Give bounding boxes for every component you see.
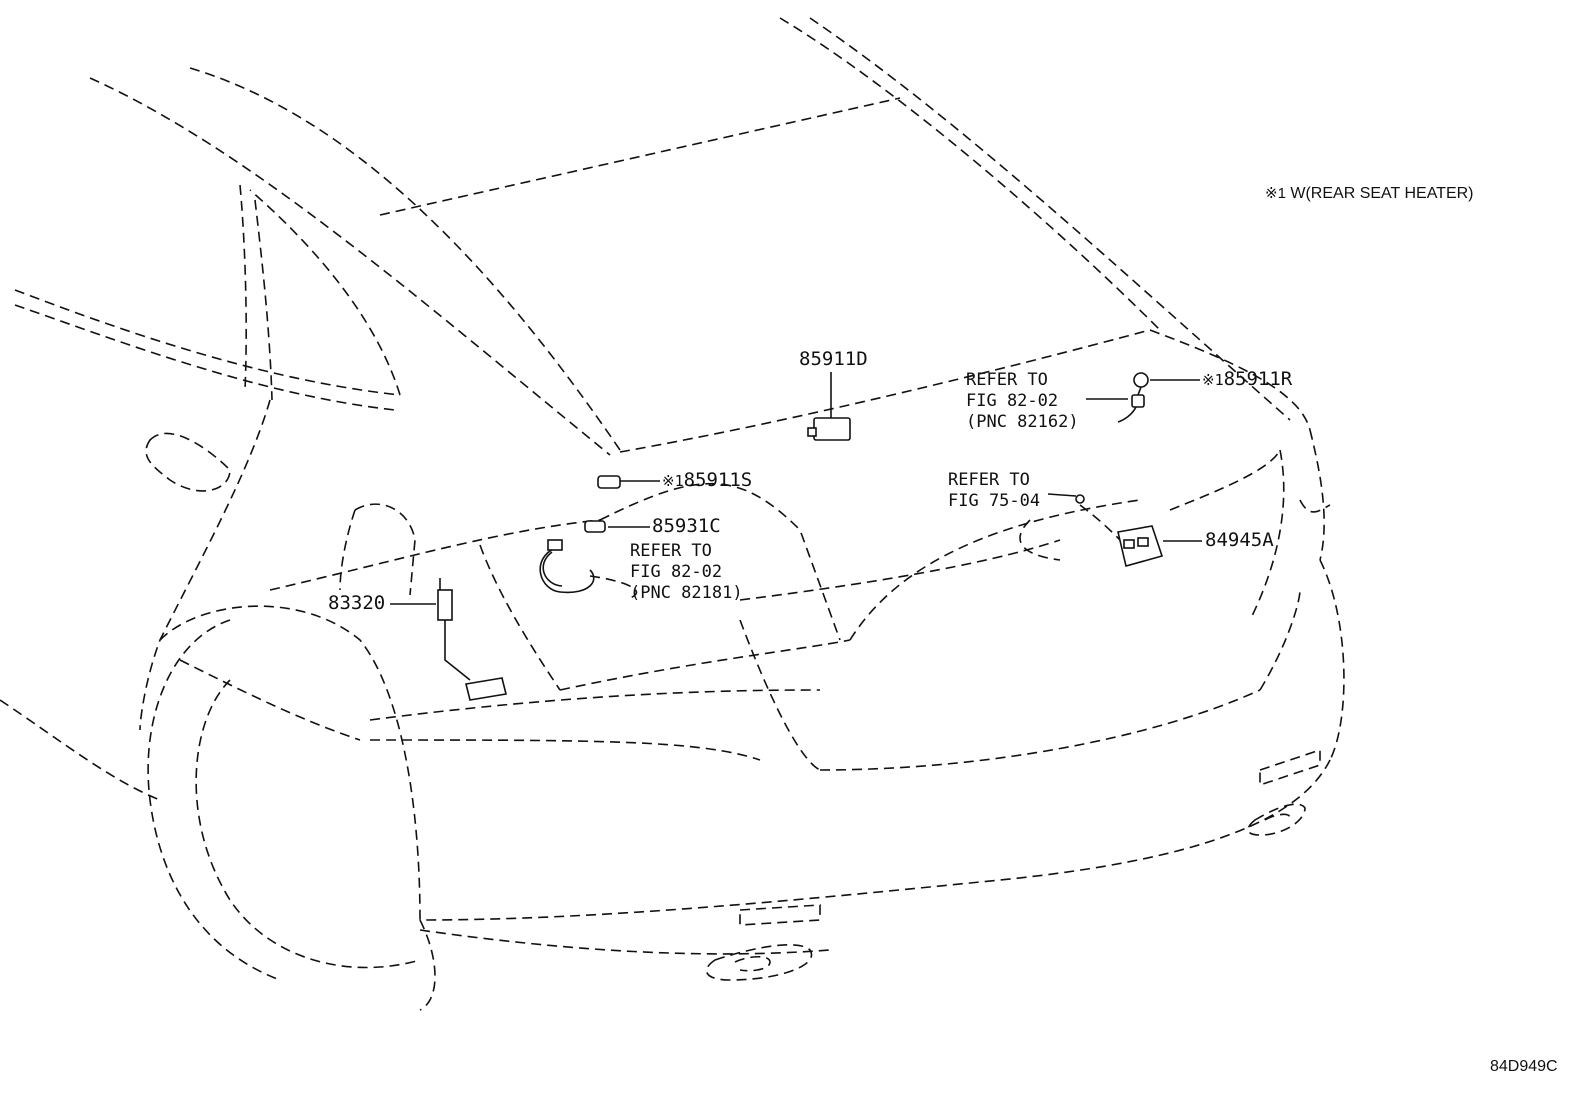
ref-line: REFER TO bbox=[630, 541, 712, 561]
figure-id: 84D949C bbox=[1490, 1058, 1558, 1075]
rear-seat-heater-mark: ※1 bbox=[662, 472, 684, 490]
ref-line: (PNC 82162) bbox=[966, 412, 1079, 432]
refer-to-fig-75-04[interactable]: REFER TO FIG 75-04 bbox=[948, 470, 1040, 512]
refer-to-fig-82-02-pnc-82181[interactable]: REFER TO FIG 82-02 (PNC 82181) bbox=[630, 541, 743, 604]
part-83320-glyph bbox=[437, 578, 507, 701]
legend-text: W(REAR SEAT HEATER) bbox=[1290, 185, 1474, 202]
part-85911S-glyph bbox=[597, 475, 621, 489]
part-85931C-glyph bbox=[539, 520, 606, 594]
part-84945A-glyph bbox=[1075, 494, 1164, 567]
part-label-85911S: 85911S bbox=[683, 469, 753, 491]
part-label-85911S-group[interactable]: ※185911S bbox=[662, 471, 752, 490]
part-85911R-glyph bbox=[1117, 372, 1149, 423]
part-label-85911D[interactable]: 85911D bbox=[799, 348, 868, 370]
part-label-85931C[interactable]: 85931C bbox=[652, 515, 721, 537]
ref-line: FIG 75-04 bbox=[948, 491, 1041, 511]
ref-line: (PNC 82181) bbox=[630, 583, 743, 603]
part-label-85911R-group[interactable]: ※185911R bbox=[1202, 370, 1292, 389]
leader-lines bbox=[390, 372, 1202, 605]
car-body-lines bbox=[0, 17, 1345, 1011]
part-label-84945A[interactable]: 84945A bbox=[1205, 529, 1274, 551]
legend-mark: ※1 bbox=[1265, 185, 1286, 202]
ref-line: REFER TO bbox=[948, 470, 1030, 490]
rear-seat-heater-mark: ※1 bbox=[1202, 371, 1224, 389]
ref-line: REFER TO bbox=[966, 370, 1048, 390]
refer-to-fig-82-02-pnc-82162[interactable]: REFER TO FIG 82-02 (PNC 82162) bbox=[966, 370, 1079, 433]
part-label-85911R: 85911R bbox=[1223, 368, 1293, 390]
ref-line: FIG 82-02 bbox=[630, 562, 723, 582]
ref-line: FIG 82-02 bbox=[966, 391, 1059, 411]
part-label-83320[interactable]: 83320 bbox=[328, 592, 386, 614]
part-85911D-glyph bbox=[807, 417, 851, 441]
legend-note: ※1 W(REAR SEAT HEATER) bbox=[1265, 184, 1474, 203]
